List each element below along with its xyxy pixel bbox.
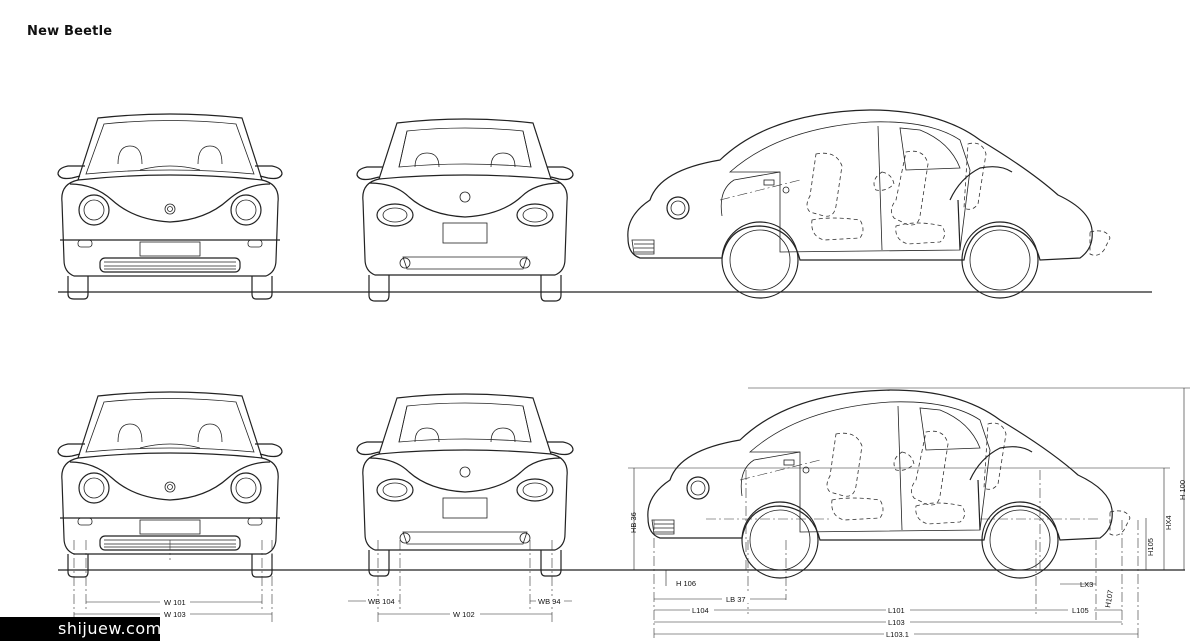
- side-view-bottom: [647, 389, 1131, 579]
- dim-l103: L103: [888, 618, 905, 627]
- dim-l104: L104: [692, 606, 709, 615]
- dim-wb94: WB 94: [538, 597, 561, 606]
- front-view-top: [57, 113, 283, 300]
- rear-view-bottom: [356, 393, 574, 577]
- dim-l105: L105: [1072, 606, 1089, 615]
- dim-w102: W 102: [453, 610, 475, 619]
- dim-hb36: HB 36: [629, 512, 638, 533]
- dim-lb37: LB 37: [726, 595, 746, 604]
- dim-hx4: HX4: [1164, 515, 1173, 530]
- dim-w101: W 101: [164, 598, 186, 607]
- dim-w103: W 103: [164, 610, 186, 619]
- dim-h105: H105: [1146, 538, 1155, 556]
- dimension-labels: W 101 W 103 WB 104 W 102 WB 94 HB 36 H 1…: [160, 480, 1187, 639]
- dim-l103-1: L103.1: [886, 630, 909, 639]
- rear-view-top: [356, 118, 574, 302]
- watermark: shijuew.com: [0, 617, 161, 641]
- dim-lx3: LX3: [1080, 580, 1093, 589]
- dim-wb104: WB 104: [368, 597, 395, 606]
- page-title: New Beetle: [27, 24, 113, 39]
- dim-h106: H 106: [676, 579, 696, 588]
- dim-h107: H107: [1103, 589, 1115, 608]
- dim-l101: L101: [888, 606, 905, 615]
- dim-h100: H 100: [1178, 480, 1187, 500]
- side-view-top: [627, 109, 1111, 299]
